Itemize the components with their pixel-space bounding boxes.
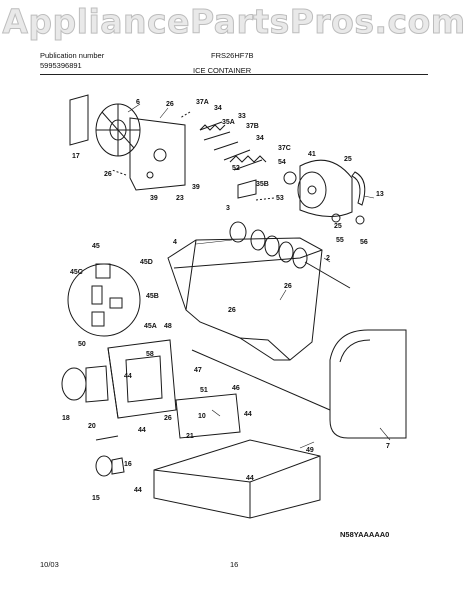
callout-51: 51 <box>200 387 208 394</box>
part-10-plate <box>175 393 241 439</box>
callout-45d: 45D <box>140 259 153 266</box>
crusher-gear-stack <box>199 121 275 201</box>
part-2-auger-coil <box>250 229 351 289</box>
part-4-ice-bin <box>167 237 323 361</box>
part-23-motor-plate <box>111 111 191 191</box>
part-17-bracket <box>69 94 89 146</box>
callout-34: 34 <box>214 105 222 112</box>
callout-2: 2 <box>326 255 330 262</box>
callout-55: 55 <box>336 237 344 244</box>
header-rule <box>40 74 428 75</box>
callout-44: 44 <box>244 411 252 418</box>
footer-date: 10/03 <box>40 560 59 569</box>
callout-58: 58 <box>146 351 154 358</box>
callout-52: 52 <box>232 165 240 172</box>
callout-4: 4 <box>173 239 177 246</box>
part-7-cover <box>329 329 407 439</box>
callout-44: 44 <box>138 427 146 434</box>
callout-45c: 45C <box>70 269 83 276</box>
part-41-auger-housing <box>297 159 353 217</box>
part-46-rod <box>191 349 331 411</box>
callout-6: 6 <box>136 99 140 106</box>
callout-26: 26 <box>284 283 292 290</box>
part-15-bulb <box>95 455 125 477</box>
callout-44: 44 <box>134 487 142 494</box>
callout-15: 15 <box>92 495 100 502</box>
callout-7: 7 <box>386 443 390 450</box>
callout-26: 26 <box>228 307 236 314</box>
callout-26: 26 <box>104 171 112 178</box>
leader-lines <box>127 103 391 449</box>
part-20-bracket-housing <box>107 339 177 419</box>
callout-13: 13 <box>376 191 384 198</box>
callout-39: 39 <box>150 195 158 202</box>
callout-21: 21 <box>186 433 194 440</box>
part-49-bottom-frame <box>153 439 321 519</box>
callout-45: 45 <box>92 243 100 250</box>
part-3-gasket <box>229 221 247 243</box>
callout-35b: 35B <box>256 181 269 188</box>
callout-50: 50 <box>78 341 86 348</box>
callout-56: 56 <box>360 239 368 246</box>
callout-45a: 45A <box>144 323 157 330</box>
page-number: 16 <box>230 560 239 569</box>
callout-34: 34 <box>256 135 264 142</box>
callout-25: 25 <box>344 156 352 163</box>
part-13-lever <box>351 171 366 206</box>
callout-37b: 37B <box>246 123 259 130</box>
publication-label: Publication number <box>40 51 105 60</box>
part-54-bearing <box>283 171 297 185</box>
callout-18: 18 <box>62 415 70 422</box>
callout-37c: 37C <box>278 145 291 152</box>
callout-44: 44 <box>124 373 132 380</box>
publication-number: 5995396891 <box>40 61 82 70</box>
callout-25: 25 <box>334 223 342 230</box>
section-title: ICE CONTAINER <box>193 66 252 75</box>
site-watermark: AppliancePartsPros.com <box>2 2 466 42</box>
model-number: FRS26HF7B <box>211 51 254 60</box>
callout-23: 23 <box>176 195 184 202</box>
callout-37a: 37A <box>196 99 209 106</box>
part-16-socket <box>95 435 119 441</box>
part-55-56-spring-clip <box>331 213 365 225</box>
callout-10: 10 <box>198 413 206 420</box>
callout-16: 16 <box>124 461 132 468</box>
callout-45b: 45B <box>146 293 159 300</box>
callout-47: 47 <box>194 367 202 374</box>
callout-26: 26 <box>166 101 174 108</box>
callout-39: 39 <box>192 184 200 191</box>
callout-46: 46 <box>232 385 240 392</box>
diagram-code: N58YAAAAA0 <box>340 530 390 539</box>
detail-45-circle <box>67 263 141 337</box>
callout-41: 41 <box>308 151 316 158</box>
callout-35a: 35A <box>222 119 235 126</box>
callout-53: 53 <box>276 195 284 202</box>
callout-20: 20 <box>88 423 96 430</box>
callout-26: 26 <box>164 415 172 422</box>
callout-17: 17 <box>72 153 80 160</box>
callout-54: 54 <box>278 159 286 166</box>
callout-49: 49 <box>306 447 314 454</box>
callout-48: 48 <box>164 323 172 330</box>
callout-3: 3 <box>226 205 230 212</box>
callout-33: 33 <box>238 113 246 120</box>
part-18-motor <box>61 365 109 403</box>
part-6-fan-wheel <box>95 103 141 157</box>
callout-44: 44 <box>246 475 254 482</box>
